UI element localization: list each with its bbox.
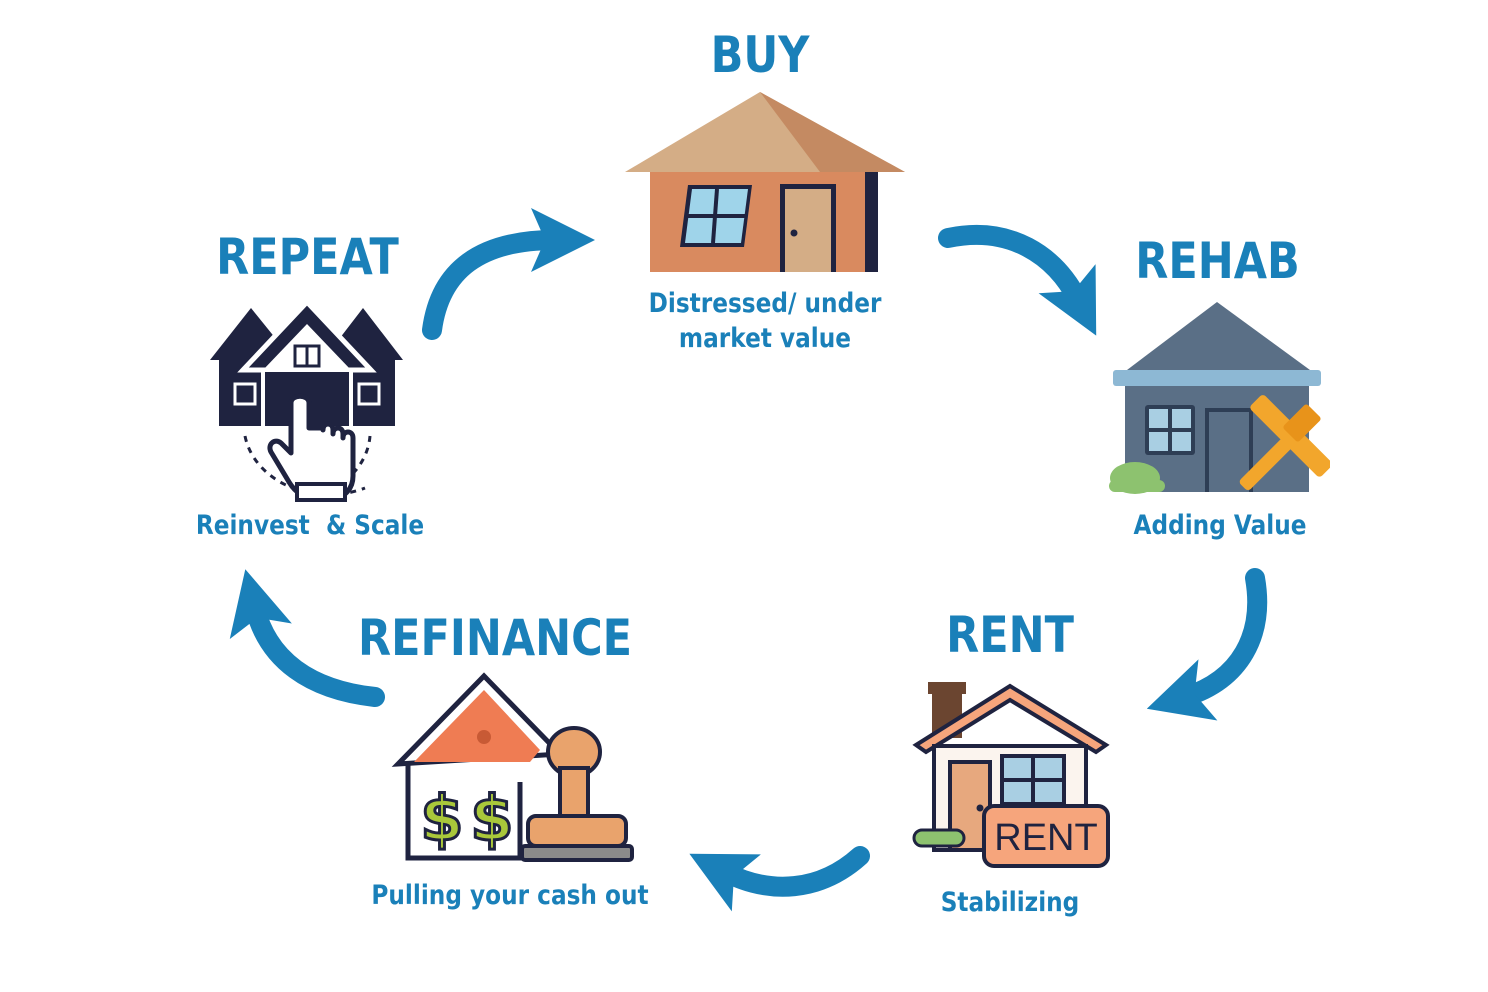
refinance-title: REFINANCE <box>357 609 633 667</box>
rent-subtitle: Stabilizing <box>940 887 1080 918</box>
pointer-hand-icon <box>267 393 356 502</box>
stamp-icon <box>520 726 634 862</box>
arrow-repeat-to-buy <box>422 208 595 340</box>
rent-title: RENT <box>946 606 1074 664</box>
arrow-refinance-to-repeat <box>229 569 385 707</box>
arrow-rehab-to-rent <box>1146 568 1268 721</box>
buy-title: BUY <box>710 26 810 84</box>
rehab-house-icon <box>1109 302 1330 494</box>
repeat-subtitle: Reinvest & Scale <box>195 510 425 541</box>
rehab-title: REHAB <box>1135 232 1300 290</box>
arrow-rent-to-refinance <box>689 846 870 912</box>
rehab-tools-icon <box>1239 395 1330 491</box>
buy-subtitle-line1: Distressed/ under <box>648 288 882 319</box>
buy-house-icon <box>625 92 905 272</box>
repeat-houses-icon <box>210 298 403 502</box>
buy-subtitle-line2: market value <box>678 323 852 354</box>
refinance-subtitle: Pulling your cash out <box>371 880 649 911</box>
rehab-subtitle: Adding Value <box>1133 510 1307 541</box>
rent-sign-text: RENT <box>994 817 1097 859</box>
rent-house-icon: RENT <box>912 682 1110 868</box>
arrow-buy-to-rehab <box>938 224 1097 336</box>
dollar-sign-icon-2: $ <box>470 782 513 855</box>
repeat-title: REPEAT <box>216 228 399 286</box>
refinance-house-icon: $ $ <box>391 672 634 862</box>
dollar-sign-icon: $ <box>420 782 463 855</box>
